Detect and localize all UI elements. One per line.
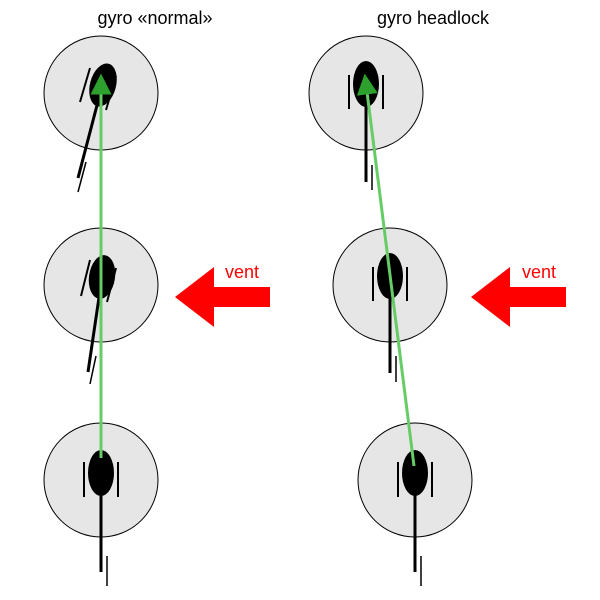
wind-label: vent bbox=[522, 262, 556, 282]
wind-indicator-left: vent bbox=[175, 262, 270, 327]
rotor-disc-normal-bottom bbox=[43, 422, 159, 586]
rotor-disc-headlock-top bbox=[308, 35, 424, 190]
panel-title-headlock: gyro headlock bbox=[377, 8, 490, 28]
rotor-disc-headlock-middle bbox=[332, 227, 448, 382]
rotor-disc-headlock-bottom bbox=[357, 422, 473, 586]
trajectory-line-headlock bbox=[356, 73, 416, 467]
panel-title-normal: gyro «normal» bbox=[97, 8, 212, 28]
helicopter-icon bbox=[83, 450, 119, 586]
panel-normal bbox=[43, 35, 159, 586]
panel-headlock bbox=[308, 35, 473, 586]
wind-arrow-icon bbox=[471, 267, 566, 327]
helicopter-icon bbox=[397, 450, 433, 586]
wind-label: vent bbox=[225, 262, 259, 282]
wind-indicator-right: vent bbox=[471, 262, 566, 327]
wind-arrow-icon bbox=[175, 267, 270, 327]
